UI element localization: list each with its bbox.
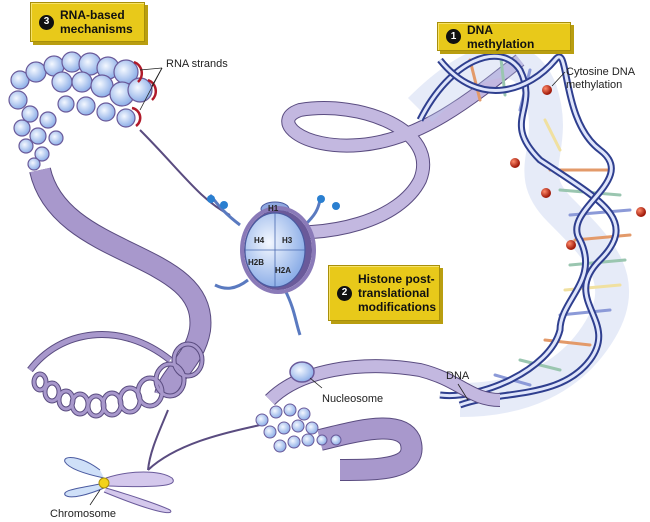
label-chromosome: Chromosome <box>50 508 117 520</box>
callout-rna-text: RNA-based mechanisms <box>60 8 133 36</box>
callout-number-3: 3 <box>39 14 54 30</box>
callout-rna-line1: RNA-based <box>60 8 125 22</box>
callout-rna-line2: mechanisms <box>60 22 133 36</box>
callout-histone-line1: Histone post- <box>358 272 435 286</box>
callout-histone-line3: modifications <box>358 300 437 314</box>
label-cytosine-line2: methylation <box>566 79 623 91</box>
label-rna-strands: RNA strands <box>166 58 228 70</box>
callout-histone-modifications: 2 Histone post- translational modificati… <box>328 265 440 321</box>
chromosome <box>64 457 174 514</box>
histone-h1: H1 <box>268 204 279 213</box>
rna-strand-marks <box>131 60 158 128</box>
dna-leader <box>457 383 469 401</box>
histone-h4: H4 <box>254 236 265 245</box>
chromatin-fiber-left <box>27 166 261 471</box>
chromatin-fiber-middle <box>259 54 525 240</box>
callout-dna-methylation-text: DNA methylation <box>467 22 535 51</box>
methyl-groups <box>510 85 646 250</box>
histone-octamer <box>207 193 340 336</box>
callout-dna-methylation: 1 DNA methylation <box>437 22 571 51</box>
label-dna: DNA <box>446 370 470 382</box>
label-cytosine-dna-methylation: Cytosine DNA methylation <box>566 66 635 92</box>
histone-h2a: H2A <box>275 266 292 275</box>
dna-double-helix <box>407 44 632 417</box>
callout-rna-based-mechanisms: 3 RNA-based mechanisms <box>30 2 145 42</box>
label-cytosine-line1: Cytosine DNA <box>566 66 636 78</box>
single-nucleosome <box>289 361 323 389</box>
cytosine-leader <box>551 71 566 87</box>
histone-h3: H3 <box>282 236 293 245</box>
callout-histone-line2: translational <box>358 286 430 300</box>
callout-number-1: 1 <box>446 29 461 44</box>
callout-number-2: 2 <box>337 285 352 301</box>
histone-h2b: H2B <box>248 258 265 267</box>
rna-strands-leader <box>139 67 163 111</box>
callout-histone-text: Histone post- translational modification… <box>358 272 436 314</box>
nucleosome-cluster-top-left <box>8 51 153 171</box>
nucleosome-cluster-lower <box>255 403 342 453</box>
label-nucleosome: Nucleosome <box>322 393 384 405</box>
